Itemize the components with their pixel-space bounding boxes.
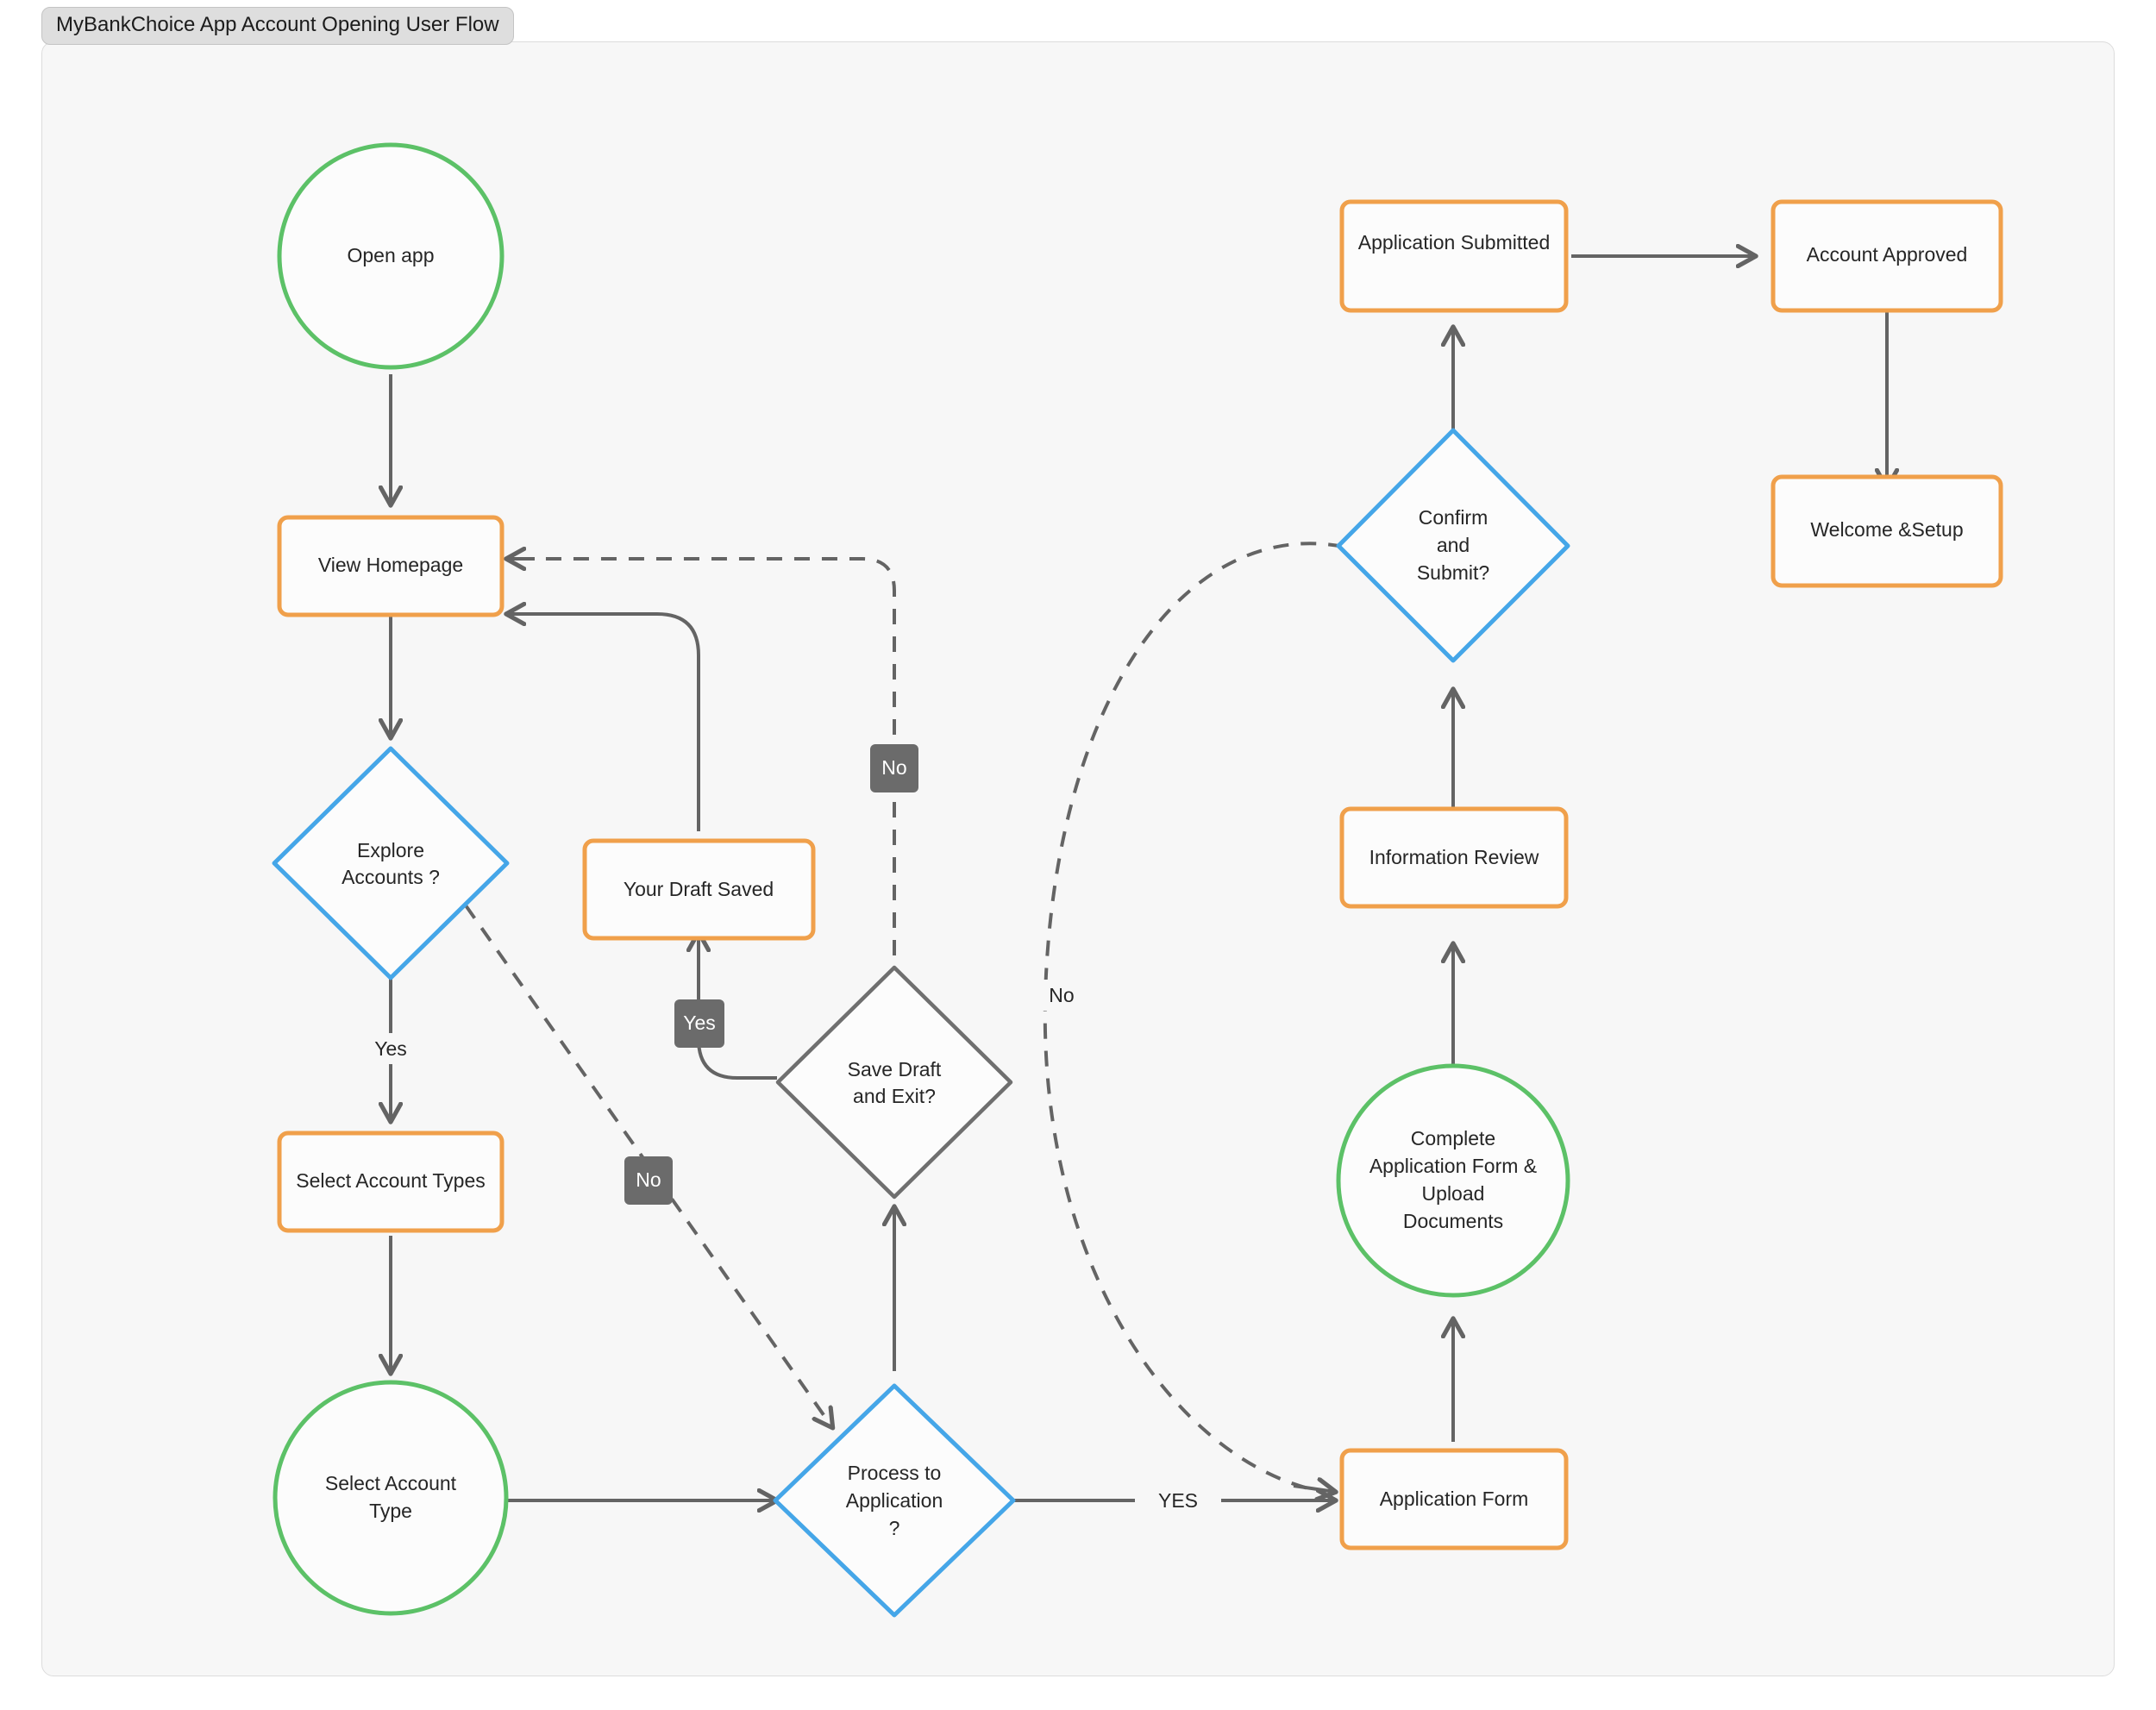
node-confirm-and-submit[interactable]: Confirm and Submit? [1336, 428, 1570, 663]
node-information-review[interactable]: Information Review [1339, 806, 1569, 909]
edge-label-save-draft-no: No [870, 744, 918, 792]
node-save-draft-and-exit-label-line1: Save Draft [848, 1058, 942, 1080]
node-select-account-type-label-line2: Type [369, 1500, 412, 1522]
node-open-app[interactable]: Open app [277, 142, 505, 370]
node-select-account-type-label-line1: Select Account [325, 1472, 457, 1494]
node-welcome-setup[interactable]: Welcome &Setup [1771, 474, 2003, 588]
node-select-account-types-label: Select Account Types [296, 1169, 486, 1192]
node-complete-application-label-line4: Documents [1403, 1210, 1503, 1232]
edge-label-confirm-no: No [1035, 980, 1088, 1011]
node-confirm-and-submit-label-line1: Confirm [1419, 506, 1489, 529]
edge-label-explore-yes-text: Yes [374, 1037, 407, 1060]
node-explore-accounts-label-line1: Explore [357, 839, 424, 861]
edge-label-explore-no: No [624, 1156, 673, 1205]
node-complete-application-label-line3: Upload [1422, 1182, 1485, 1205]
node-your-draft-saved-label: Your Draft Saved [624, 878, 774, 900]
edge-label-save-draft-yes-text: Yes [683, 1012, 716, 1034]
node-select-account-type[interactable]: Select Account Type [273, 1380, 509, 1616]
node-complete-application-label-line2: Application Form & [1369, 1155, 1537, 1177]
edge-label-process-yes: YES [1135, 1485, 1221, 1516]
node-account-approved[interactable]: Account Approved [1771, 199, 2003, 313]
node-view-homepage-label: View Homepage [318, 554, 463, 576]
node-select-account-types[interactable]: Select Account Types [277, 1131, 505, 1233]
diagram-title-tab[interactable]: MyBankChoice App Account Opening User Fl… [41, 7, 514, 46]
node-complete-application[interactable]: Complete Application Form & Upload Docum… [1336, 1063, 1570, 1298]
diagram-title: MyBankChoice App Account Opening User Fl… [56, 13, 499, 36]
node-process-to-application-label-line3: ? [889, 1517, 900, 1539]
node-your-draft-saved[interactable]: Your Draft Saved [582, 838, 816, 941]
node-explore-accounts[interactable]: Explore Accounts ? [272, 746, 510, 980]
node-information-review-label: Information Review [1369, 846, 1539, 868]
node-process-to-application-label-line2: Application [846, 1489, 943, 1512]
edge-save-draft-no-path [517, 557, 896, 955]
node-process-to-application[interactable]: Process to Application ? [773, 1383, 1016, 1618]
node-view-homepage[interactable]: View Homepage [277, 515, 505, 617]
node-account-approved-label: Account Approved [1807, 243, 1968, 266]
node-save-draft-and-exit[interactable]: Save Draft and Exit? [775, 965, 1013, 1200]
node-application-submitted[interactable]: Application Submitted [1339, 199, 1569, 313]
node-confirm-and-submit-label-line3: Submit? [1417, 561, 1489, 584]
edge-label-process-yes-text: YES [1158, 1489, 1198, 1512]
edge-label-confirm-no-text: No [1049, 984, 1074, 1006]
node-save-draft-and-exit-label-line2: and Exit? [853, 1085, 936, 1107]
edge-label-explore-no-text: No [636, 1168, 661, 1191]
edge-confirm-no-to-application-form [1293, 1486, 1335, 1492]
edge-label-save-draft-yes: Yes [674, 999, 724, 1048]
node-complete-application-label-line1: Complete [1411, 1127, 1495, 1149]
node-confirm-and-submit-label-line2: and [1437, 534, 1470, 556]
node-explore-accounts-label-line2: Accounts ? [342, 866, 440, 888]
node-welcome-setup-label: Welcome &Setup [1810, 518, 1963, 541]
node-application-form[interactable]: Application Form [1339, 1448, 1569, 1550]
edge-label-explore-yes: Yes [360, 1033, 421, 1064]
node-process-to-application-label-line1: Process to [848, 1462, 942, 1484]
edge-label-save-draft-no-text: No [881, 756, 906, 779]
edge-draft-saved-path [517, 612, 700, 831]
node-application-form-label: Application Form [1380, 1488, 1529, 1510]
node-application-submitted-label: Application Submitted [1358, 231, 1550, 254]
node-open-app-label: Open app [347, 244, 434, 266]
edge-confirm-no-arc [1043, 542, 1344, 1492]
